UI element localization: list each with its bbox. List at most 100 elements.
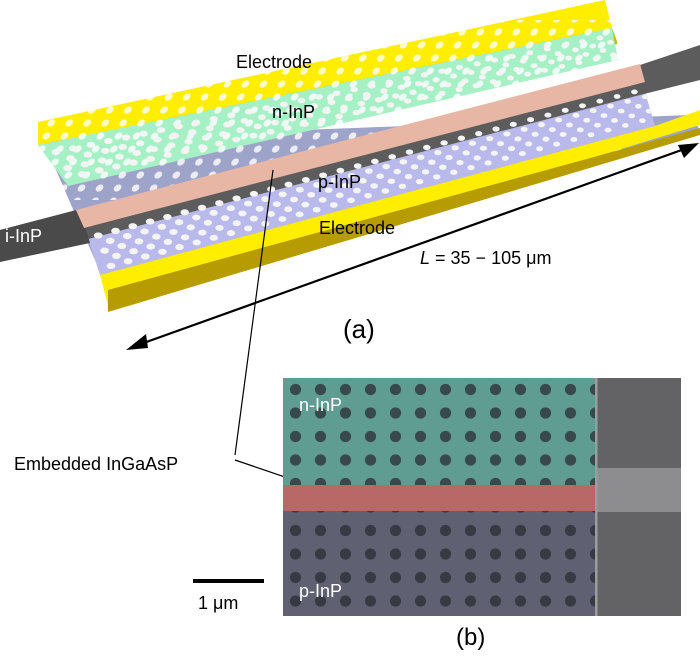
photonic-crystal-hole: [140, 228, 149, 235]
photonic-crystal-hole: [553, 141, 561, 147]
photonic-crystal-hole: [467, 69, 475, 75]
photonic-crystal-hole: [275, 110, 284, 117]
photonic-crystal-hole: [111, 227, 120, 235]
photonic-crystal-hole: [386, 102, 395, 108]
photonic-crystal-hole: [641, 94, 649, 100]
photonic-crystal-hole: [484, 65, 492, 72]
photonic-crystal-hole: [554, 51, 562, 57]
photonic-crystal-hole: [558, 63, 566, 69]
sem-active-stripe: [283, 485, 595, 511]
photonic-crystal-hole: [489, 79, 497, 85]
photonic-crystal-hole: [548, 127, 556, 133]
photonic-crystal-hole: [313, 182, 322, 188]
photonic-crystal-hole: [544, 112, 552, 118]
photonic-crystal-hole: [635, 103, 642, 109]
photonic-crystal-hole: [519, 58, 527, 64]
photonic-crystal-hole: [617, 108, 625, 114]
photonic-crystal-hole: [415, 178, 424, 185]
photonic-crystal-hole: [450, 169, 458, 175]
photonic-crystal-hole: [180, 209, 189, 216]
photonic-crystal-hole: [215, 200, 224, 207]
photonic-crystal-hole: [364, 192, 372, 199]
photonic-crystal-hole: [432, 174, 441, 180]
photonic-crystal-hole: [301, 201, 310, 208]
photonic-crystal-hole: [170, 132, 180, 139]
photonic-crystal-hole: [332, 90, 341, 96]
photonic-crystal-hole: [439, 164, 447, 170]
photonic-crystal-hole: [146, 155, 155, 162]
photonic-crystal-hole: [261, 196, 270, 202]
photonic-crystal-hole: [495, 70, 504, 76]
photonic-crystal-hole: [502, 62, 510, 68]
arrowhead-left: [126, 334, 148, 350]
photonic-crystal-hole: [244, 200, 253, 207]
embedded-ingaasp-label: Embedded InGaAsP: [14, 454, 178, 474]
photonic-crystal-hole: [457, 135, 466, 141]
photonic-crystal-hole: [397, 84, 406, 90]
photonic-crystal-hole: [152, 233, 161, 240]
active-stripe: [76, 64, 645, 228]
photonic-crystal-hole: [301, 177, 310, 183]
photonic-crystal-hole: [368, 83, 376, 89]
photonic-crystal-hole: [86, 141, 96, 148]
photonic-crystal-hole: [232, 195, 241, 202]
photonic-crystal-hole: [283, 125, 292, 131]
photonic-crystal-hole: [491, 57, 499, 63]
photonic-crystal-hole: [123, 258, 133, 265]
photonic-crystal-hole: [371, 158, 379, 165]
photonic-crystal-hole: [94, 167, 104, 174]
photonic-crystal-hole: [278, 191, 287, 198]
photonic-crystal-hole: [497, 141, 505, 147]
photonic-crystal-hole: [266, 210, 276, 217]
photonic-crystal-hole: [174, 219, 184, 226]
photonic-crystal-hole: [611, 118, 618, 123]
panel-b-caption: (b): [456, 624, 485, 651]
photonic-crystal-hole: [404, 173, 413, 180]
photonic-crystal-hole: [416, 154, 425, 160]
photonic-crystal-hole: [596, 35, 604, 41]
photonic-crystal-hole: [223, 121, 232, 128]
photonic-crystal-hole: [121, 134, 131, 141]
photonic-crystal-hole: [68, 145, 78, 152]
photonic-crystal-hole: [244, 108, 253, 115]
photonic-crystal-hole: [267, 186, 276, 193]
photonic-crystal-hole: [198, 229, 207, 236]
photonic-crystal-hole: [118, 143, 127, 151]
photonic-crystal-hole: [604, 127, 612, 133]
sem-image: [283, 378, 681, 616]
photonic-crystal-hole: [112, 252, 121, 260]
panel-a-caption: (a): [343, 314, 375, 344]
n-region-hole-array: [51, 35, 617, 178]
photonic-crystal-hole: [258, 114, 266, 120]
photonic-crystal-hole: [156, 127, 166, 134]
photonic-crystal-hole: [444, 82, 452, 88]
photonic-crystal-hole: [66, 155, 75, 162]
photonic-crystal-hole: [365, 168, 373, 174]
photonic-crystal-hole: [319, 172, 328, 179]
photonic-crystal-hole: [284, 181, 293, 188]
photonic-crystal-hole: [537, 122, 546, 128]
photonic-crystal-hole: [566, 122, 573, 128]
photonic-crystal-hole: [158, 248, 167, 255]
photonic-crystal-hole: [403, 98, 412, 104]
photonic-crystal-hole: [278, 216, 287, 222]
photonic-crystal-hole: [106, 262, 116, 270]
photonic-crystal-hole: [51, 149, 61, 156]
photonic-crystal-hole: [100, 247, 109, 254]
photonic-crystal-hole: [428, 159, 436, 165]
photonic-crystal-hole: [184, 138, 193, 145]
p-inp-label: p-InP: [318, 172, 361, 192]
photonic-crystal-hole: [420, 72, 429, 78]
photonic-crystal-hole: [524, 71, 532, 77]
photonic-crystal-hole: [201, 134, 210, 141]
photonic-crystal-hole: [197, 204, 207, 211]
photonic-crystal-hole: [513, 66, 521, 73]
photonic-crystal-hole: [249, 132, 258, 139]
photonic-crystal-hole: [307, 191, 316, 198]
photonic-crystal-hole: [387, 178, 396, 184]
photonic-crystal-hole: [100, 147, 110, 154]
photonic-crystal-hole: [421, 94, 429, 100]
photonic-crystal-hole: [501, 155, 509, 161]
photonic-crystal-hole: [132, 149, 141, 156]
photonic-crystal-hole: [253, 123, 262, 130]
